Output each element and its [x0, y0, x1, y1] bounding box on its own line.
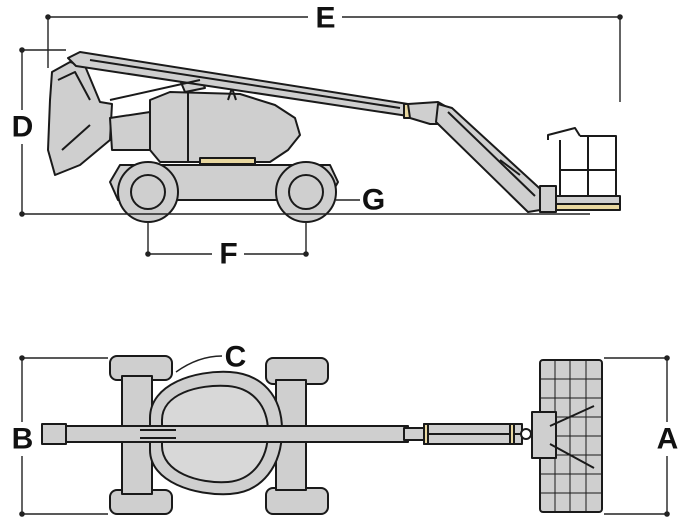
dimension-label-c: C — [225, 341, 246, 374]
boom-cylinder — [109, 79, 201, 101]
side-view-dimension-dots — [19, 14, 623, 257]
boom-center-detail — [140, 429, 176, 439]
platform-bracket — [539, 185, 557, 213]
platform-arms — [549, 405, 595, 469]
platform-mid-rail — [560, 136, 616, 196]
dimension-label-d: D — [12, 111, 33, 144]
turret-body — [149, 91, 301, 163]
dim-c-leader — [175, 355, 223, 373]
side-view — [47, 51, 621, 223]
boom-ridge — [89, 59, 401, 109]
turntable-base — [109, 111, 156, 151]
jib-collar-left — [423, 423, 429, 445]
dimension-label-g: G — [362, 184, 384, 217]
jib-boom — [435, 103, 549, 213]
front-wheel-hub — [288, 174, 324, 210]
boom-counter-end — [41, 423, 67, 445]
top-view — [41, 355, 603, 515]
dimension-label-a: A — [657, 423, 678, 456]
jib-collar-right — [509, 423, 515, 445]
counterweight — [47, 61, 113, 176]
boom-section-2 — [403, 427, 427, 441]
platform-rail — [547, 127, 617, 197]
dimension-label-e: E — [315, 2, 334, 35]
dimension-label-b: B — [12, 423, 33, 456]
jib-cylinder — [499, 159, 521, 176]
jib-pivot — [520, 428, 532, 440]
top-view-dimension-dots — [19, 355, 670, 517]
jib-ridge — [447, 111, 536, 197]
dimension-label-f: F — [219, 238, 237, 271]
counterweight-inner — [57, 71, 91, 151]
rear-wheel-hub — [130, 174, 166, 210]
main-boom-top — [61, 425, 409, 443]
platform-toe-plate — [547, 203, 621, 211]
platform-mount — [531, 411, 557, 459]
turret-plate — [199, 157, 256, 165]
tire-front-bottom — [265, 487, 329, 515]
